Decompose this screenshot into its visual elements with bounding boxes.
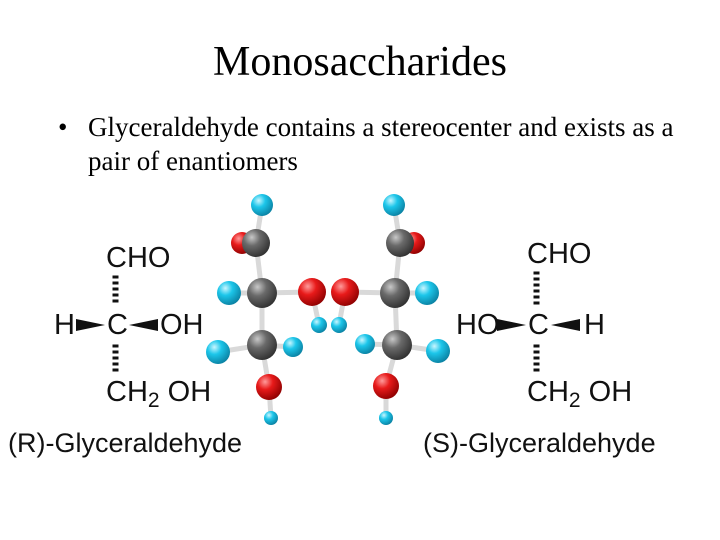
r-top-group: CHO [106, 242, 171, 274]
s-wedge-right [551, 319, 580, 331]
s-right-group: H [584, 309, 605, 341]
r-right-group: OH [160, 309, 204, 341]
r-bottom-group: CH2 OH [106, 376, 212, 412]
r-hashed-bond-down [112, 344, 119, 372]
r-left-group: H [54, 309, 75, 341]
s-top-group: CHO [527, 238, 592, 270]
r-hashed-bond-up [112, 275, 119, 303]
s-glyceraldehyde-name: (S)-Glyceraldehyde [423, 428, 656, 458]
bullet-marker: • [58, 112, 68, 142]
s-bonds [497, 271, 580, 372]
r-center-carbon: C [107, 309, 128, 341]
s-left-group: HO [456, 309, 500, 341]
slide-title: Monosaccharides [213, 39, 507, 85]
s-hashed-bond-down [533, 344, 540, 372]
r-glyceraldehyde-name: (R)-Glyceraldehyde [8, 428, 243, 458]
s-wedge-left [497, 319, 526, 331]
r-wedge-right [129, 319, 158, 331]
s-center-carbon: C [528, 309, 549, 341]
r-bonds [76, 275, 158, 372]
r-ball-stick-model [206, 194, 327, 425]
s-bottom-group: CH2 OH [527, 376, 633, 412]
r-wedge-left [76, 319, 105, 331]
s-ball-stick-model [331, 194, 450, 425]
bullet-text: Glyceraldehyde contains a stereocenter a… [88, 112, 674, 176]
s-hashed-bond-up [533, 271, 540, 305]
